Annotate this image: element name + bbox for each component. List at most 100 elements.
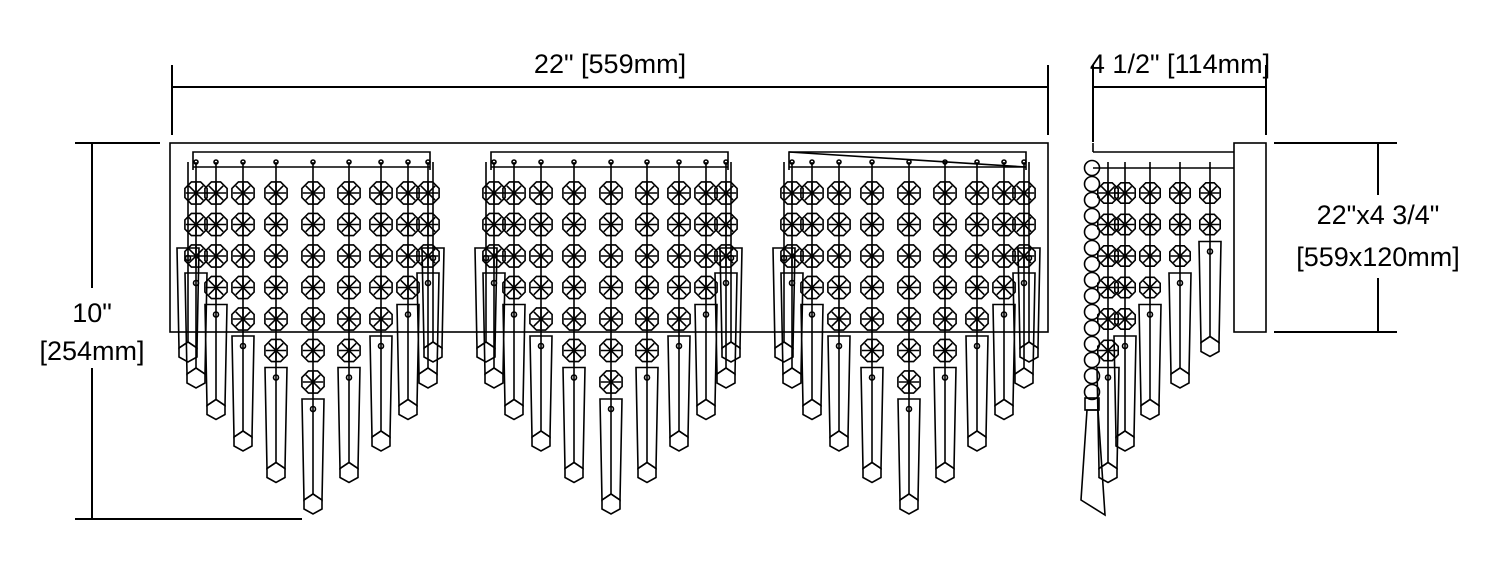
bead-outline <box>827 212 851 237</box>
bead-facet <box>671 185 687 201</box>
bead-outline <box>599 370 623 394</box>
pendant-hook <box>643 374 651 381</box>
strand-top <box>273 159 279 165</box>
bead-facet <box>639 216 655 233</box>
octagon-bead <box>827 307 851 331</box>
pendant-tip <box>669 430 689 452</box>
bead-facet <box>831 185 847 201</box>
octagon-bead <box>860 307 884 331</box>
bead-facet <box>486 185 502 201</box>
chain-link <box>1083 207 1101 225</box>
bead-outline <box>301 338 325 363</box>
bead-facet <box>486 248 502 264</box>
octagon-bead <box>396 181 420 205</box>
bead-outline <box>965 275 989 300</box>
bead-facet <box>1142 248 1158 264</box>
pendant-tip <box>423 341 443 363</box>
octagon-bead <box>599 212 623 237</box>
bead-outline <box>860 181 884 205</box>
bead-facet <box>698 185 714 201</box>
crystal-strand <box>599 159 623 515</box>
octagon-bead <box>965 244 989 268</box>
pendant-tip <box>1014 367 1034 389</box>
octagon-bead <box>396 212 420 237</box>
octagon-bead <box>1199 182 1221 204</box>
bead-facet <box>937 216 953 233</box>
bead-facet <box>305 279 321 296</box>
octagon-bead <box>667 307 691 331</box>
bead-outline <box>800 181 824 205</box>
bead-outline <box>635 244 659 268</box>
bead-outline <box>416 212 440 237</box>
pendant-hook <box>702 311 710 318</box>
bead-outline <box>897 212 921 237</box>
bead-outline <box>529 244 553 268</box>
bead-facet <box>831 248 847 264</box>
bead-outline <box>1169 245 1191 268</box>
octagon-bead <box>1012 244 1036 268</box>
bead-facet <box>235 216 251 233</box>
octagon-bead <box>599 370 623 394</box>
pendant-hook <box>570 374 578 381</box>
bead-facet <box>1117 217 1133 232</box>
bead-facet <box>188 216 204 233</box>
prism-pendant <box>1017 247 1041 363</box>
bead-outline <box>1169 182 1191 204</box>
strand-top <box>193 159 199 165</box>
octagon-bead <box>635 307 659 331</box>
pendant-hook <box>675 342 683 350</box>
height-label-mm: [254mm] <box>39 336 144 366</box>
bead-facet <box>1142 280 1158 295</box>
pendant-hook <box>239 342 247 350</box>
pendant-tip <box>721 341 741 363</box>
prism-pendant <box>1012 272 1036 389</box>
octagon-bead <box>897 244 921 268</box>
bead-facet <box>969 311 985 327</box>
octagon-bead <box>667 181 691 205</box>
octagon-bead <box>562 307 586 331</box>
octagon-bead <box>1139 182 1161 204</box>
prism-pendant <box>396 303 420 421</box>
prism-pendant <box>933 366 957 484</box>
bead-outline <box>529 307 553 331</box>
bead-outline <box>204 212 228 237</box>
octagon-bead <box>562 275 586 300</box>
width-dimension: 22" [559mm] <box>171 49 1049 135</box>
octagon-bead <box>482 212 506 237</box>
pendant-tip <box>696 398 716 421</box>
octagon-bead <box>301 307 325 331</box>
bead-facet <box>1117 248 1133 264</box>
bead-outline <box>301 212 325 237</box>
strand-top <box>511 159 517 165</box>
pendant-hook <box>808 311 816 318</box>
octagon-bead <box>897 370 921 394</box>
prism-pendant <box>337 366 361 484</box>
bead-facet <box>533 248 549 264</box>
crystal-strand <box>337 159 361 484</box>
depth-label: 4 1/2" [114mm] <box>1090 49 1270 79</box>
bead-facet <box>603 311 619 327</box>
octagon-bead <box>204 212 228 237</box>
bead-outline <box>184 181 208 205</box>
bead-facet <box>864 216 880 233</box>
bead-facet <box>831 279 847 296</box>
bead-outline <box>1012 181 1036 205</box>
bead-outline <box>667 181 691 205</box>
bead-outline <box>965 181 989 205</box>
octagon-bead <box>502 244 526 268</box>
bead-facet <box>1016 248 1032 264</box>
crystal-strand <box>667 159 691 452</box>
octagon-bead <box>562 181 586 205</box>
pendant-hook <box>941 374 949 381</box>
bead-outline <box>714 244 738 268</box>
bead-facet <box>603 248 619 264</box>
bead-facet <box>804 216 820 233</box>
chain-link <box>1083 159 1101 177</box>
prism-pendant <box>421 247 445 363</box>
octagon-bead <box>992 244 1016 268</box>
octagon-bead <box>933 212 957 237</box>
bead-outline <box>1199 213 1221 236</box>
strand-top <box>538 159 544 165</box>
width-label: 22" [559mm] <box>534 49 686 79</box>
